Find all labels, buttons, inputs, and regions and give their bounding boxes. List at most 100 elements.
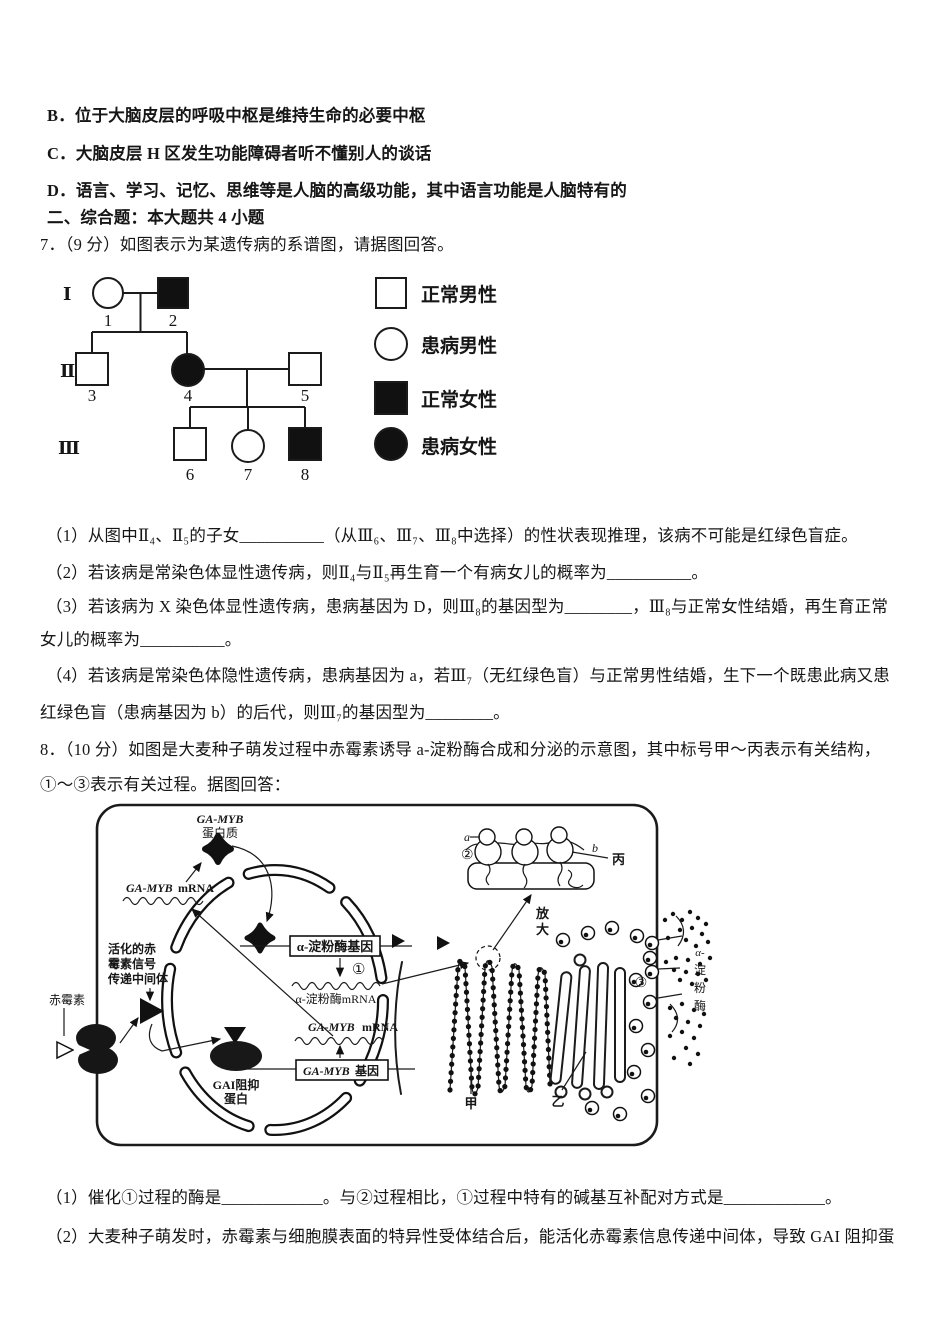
ga-myb-gene-label-gene: GA-MYB bbox=[303, 1064, 350, 1078]
ga-myb-gene-box bbox=[295, 1059, 389, 1081]
inset-ribosomes bbox=[474, 826, 574, 866]
gai-repressor-blob bbox=[210, 1041, 262, 1071]
gibberellin-molecule-icon bbox=[56, 1040, 75, 1060]
amylase-gene-box bbox=[289, 935, 381, 957]
generation-label-2: Ⅱ bbox=[60, 361, 75, 381]
yi-pointer-line bbox=[561, 1051, 587, 1091]
pedigree-individual-III8 bbox=[288, 427, 322, 461]
pedigree-individual-I2 bbox=[157, 277, 189, 309]
magnify-label-1: 放 bbox=[535, 906, 550, 921]
q8-intro-line1: 8．（10 分）如图是大麦种子萌发过程中赤霉素诱导 a-淀粉酶合成和分泌的示意图… bbox=[40, 740, 881, 759]
choice-c: C．大脑皮层 H 区发生功能障碍者听不懂别人的谈话 bbox=[47, 144, 432, 163]
intermediate-triangle-icon bbox=[140, 998, 164, 1024]
inset-b-label: b bbox=[592, 841, 598, 855]
gai-label-line1: GAI阻抑 bbox=[213, 1077, 260, 1092]
individual-number: 3 bbox=[88, 386, 97, 405]
q7-part-1: （1）从图中Ⅱ₄、Ⅱ₅的子女__________（从Ⅲ₆、Ⅲ₇、Ⅲ₈中选择）的性… bbox=[46, 526, 858, 545]
pedigree-individual-III6 bbox=[173, 427, 207, 461]
step3-label: ③ bbox=[635, 976, 648, 991]
secreted-amylase-label: α- 淀 粉 酶 bbox=[694, 947, 706, 1013]
amylase-v-label-1: α- bbox=[695, 947, 705, 959]
q7-intro: 7．（9 分）如图表示为某遗传病的系谱图，请据图回答。 bbox=[40, 235, 454, 254]
individual-number: 4 bbox=[184, 386, 193, 405]
amylase-v-label-2: 淀 bbox=[694, 963, 706, 977]
legend-affected-male-icon bbox=[374, 327, 408, 361]
step1-label: ① bbox=[352, 962, 365, 978]
pedigree-individual-I1 bbox=[92, 277, 124, 309]
outer-mrna-label-gene: GA-MYB bbox=[126, 881, 173, 895]
pedigree-individual-III7 bbox=[231, 429, 265, 463]
intermediate-to-gai-arrow bbox=[148, 1023, 222, 1052]
pore-arrow-icon bbox=[437, 936, 450, 950]
q7-part-3-cont: 女儿的概率为__________。 bbox=[40, 630, 242, 649]
golgi-stack bbox=[549, 953, 626, 1101]
q8-part-1: （1）催化①过程的酶是____________。与②过程相比，①过程中特有的碱基… bbox=[46, 1188, 842, 1207]
individual-number: 7 bbox=[244, 465, 253, 484]
ga-myb-protein-label-gene: GA-MYB bbox=[197, 812, 244, 826]
legend-label: 患病女性 bbox=[421, 435, 497, 458]
mrna-export-arrow bbox=[191, 908, 334, 1037]
generation-label-1: Ⅰ bbox=[63, 284, 71, 304]
inner-mrna-label-word: mRNA bbox=[362, 1020, 398, 1034]
generation-label-3: Ⅲ bbox=[58, 438, 80, 458]
activated-intermediate-line2: 霉素信号 bbox=[108, 956, 156, 971]
individual-number: 2 bbox=[169, 311, 178, 330]
bing-pointer-line bbox=[571, 851, 609, 859]
legend-normal-male-icon bbox=[375, 277, 407, 309]
inner-mrna-wave bbox=[294, 1036, 384, 1046]
activated-intermediate-label: 活化的赤 霉素信号 传递中间体 bbox=[107, 941, 169, 986]
amylase-v-label-3: 粉 bbox=[694, 981, 706, 995]
pedigree-individual-II3 bbox=[75, 352, 109, 386]
gai-label-line2: 蛋白 bbox=[224, 1091, 248, 1106]
receptor-to-intermediate-arrow bbox=[119, 1017, 139, 1044]
choice-b: B．位于大脑皮层的呼吸中枢是维持生命的必要中枢 bbox=[47, 106, 426, 125]
pedigree-figure: Ⅰ Ⅱ Ⅲ 1 2 3 4 bbox=[58, 277, 497, 484]
polysome-inset: a ② b 丙 放 大 bbox=[461, 826, 625, 951]
er-ribosome-beads bbox=[447, 958, 553, 1097]
outer-mrna-wave bbox=[122, 896, 204, 906]
q7-part-3: （3）若该病为 X 染色体显性遗传病，患病基因为 D，则Ⅲ₈的基因型为_____… bbox=[46, 597, 889, 616]
amylase-mrna-wave bbox=[291, 981, 381, 991]
yi-label: 乙 bbox=[551, 1094, 564, 1109]
secreted-enzyme-dots bbox=[662, 909, 713, 1067]
outer-mrna-label-word: mRNA bbox=[178, 881, 214, 895]
protein-into-nucleus-arrow bbox=[231, 845, 274, 923]
legend-label: 正常女性 bbox=[421, 388, 497, 411]
q7-part-4-cont: 红绿色盲（患病基因为 b）的后代，则Ⅲ₇的基因型为________。 bbox=[40, 703, 510, 722]
step2-label: ② bbox=[461, 848, 474, 863]
pedigree-individual-II5 bbox=[288, 352, 322, 386]
legend-normal-female-icon bbox=[374, 381, 408, 415]
activated-intermediate-line3: 传递中间体 bbox=[107, 971, 169, 986]
gibberellin-label: 赤霉素 bbox=[49, 993, 85, 1007]
section-header: 二、综合题：本大题共 4 小题 bbox=[47, 208, 265, 227]
pedigree-legend: 正常男性 患病男性 正常女性 患病女性 bbox=[374, 277, 497, 461]
q7-part-2: （2）若该病是常染色体显性遗传病，则Ⅱ₄与Ⅱ₅再生育一个有病女儿的概率为____… bbox=[46, 563, 709, 582]
pore-arrow-icon bbox=[392, 934, 405, 948]
magnify-label-2: 大 bbox=[536, 922, 549, 937]
amylase-gene-label: α-淀粉酶基因 bbox=[297, 939, 374, 954]
ga-myb-protein-on-gene-blob bbox=[244, 922, 276, 954]
secretion-ticks bbox=[657, 915, 685, 1033]
activated-intermediate-line1: 活化的赤 bbox=[108, 941, 156, 956]
receptor-blob bbox=[74, 1024, 118, 1074]
legend-label: 正常男性 bbox=[421, 283, 497, 306]
pedigree-individual-II4 bbox=[171, 353, 205, 387]
ga-myb-protein-label-word: 蛋白质 bbox=[202, 825, 238, 840]
magnified-region-circle bbox=[475, 945, 501, 971]
gai-binding-triangle-icon bbox=[224, 1027, 246, 1044]
amylase-v-label-4: 酶 bbox=[694, 998, 706, 1013]
inset-nascent-peptides bbox=[485, 861, 584, 889]
amylase-mrna-label: α-淀粉酶mRNA bbox=[296, 991, 377, 1006]
nuclear-envelope bbox=[161, 864, 389, 1136]
legend-label: 患病男性 bbox=[421, 334, 497, 357]
pedigree-numbers: 1 2 3 4 5 6 7 8 bbox=[88, 311, 310, 484]
individual-number: 8 bbox=[301, 465, 310, 484]
individual-number: 5 bbox=[301, 386, 310, 405]
translation-arrow bbox=[185, 862, 202, 883]
legend-affected-female-icon bbox=[374, 427, 408, 461]
ga-myb-protein-blob bbox=[202, 833, 234, 865]
inset-a-label: a bbox=[464, 830, 470, 844]
inner-mrna-label-gene: GA-MYB bbox=[308, 1020, 355, 1034]
individual-number: 1 bbox=[104, 311, 113, 330]
